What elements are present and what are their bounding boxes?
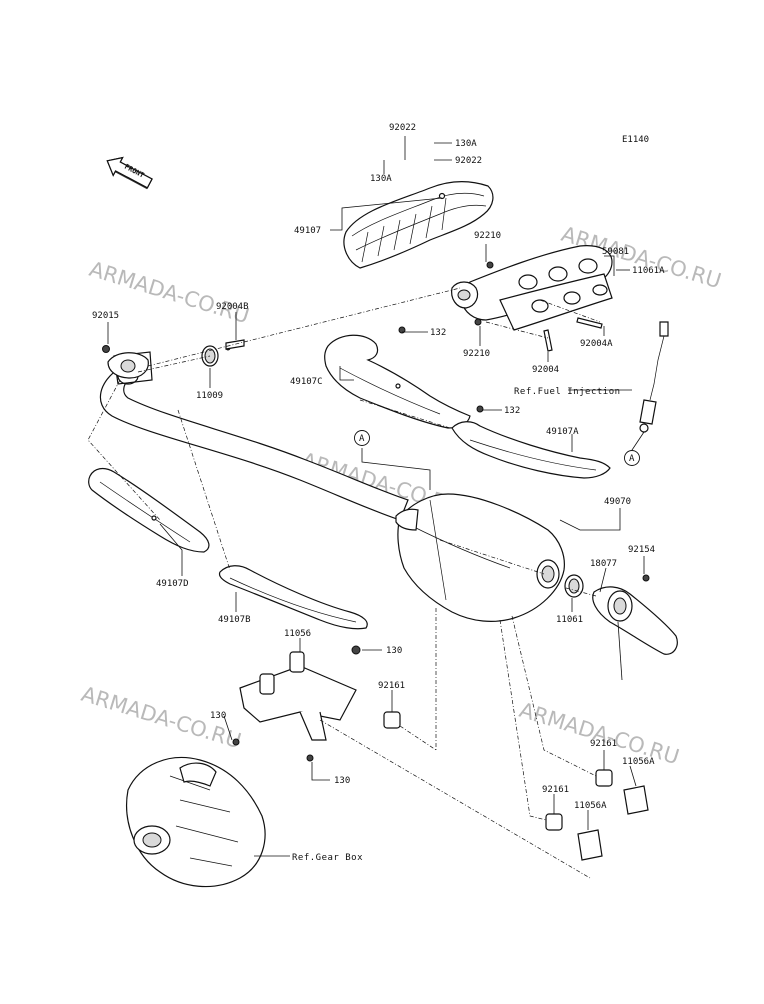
- mount-11056a-b: [577, 829, 603, 861]
- callout-11056a-b: 11056A: [574, 801, 607, 811]
- callout-49107c: 49107C: [290, 377, 323, 387]
- bushing-92161-a: [383, 711, 401, 729]
- callout-130-upper: 130: [386, 646, 402, 656]
- callout-49107: 49107: [294, 226, 321, 236]
- callout-130a-right: 130A: [455, 139, 477, 149]
- svg-text:A: A: [359, 434, 365, 444]
- callout-132-bottom: 132: [504, 406, 520, 416]
- callout-92154: 92154: [628, 545, 655, 555]
- callout-59081: 59081: [602, 247, 629, 257]
- marker-a-2: A: [624, 450, 640, 466]
- manifold-fasteners: [225, 261, 603, 352]
- assembly-lines: [87, 287, 623, 879]
- callout-92210-bottom: 92210: [463, 349, 490, 359]
- ref-gear-box: Ref.Gear Box: [292, 853, 363, 863]
- callout-92022-right: 92022: [455, 156, 482, 166]
- tailpipe-18077: [592, 586, 678, 655]
- callout-92015: 92015: [92, 311, 119, 321]
- callout-92210-top: 92210: [474, 231, 501, 241]
- bushing-92161-b: [595, 769, 613, 787]
- bracket-11056: [232, 645, 361, 762]
- callout-130a-left: 130A: [370, 174, 392, 184]
- callout-49107b: 49107B: [218, 615, 251, 625]
- callout-130-left: 130: [210, 711, 226, 721]
- leader-lines: [107, 136, 645, 857]
- callout-92004: 92004: [532, 365, 559, 375]
- gasket-11061: [564, 574, 584, 598]
- exhaust-manifold-59081: [451, 245, 613, 331]
- callout-49107d: 49107D: [156, 579, 189, 589]
- ref-fuel-injection: Ref.Fuel Injection: [514, 387, 621, 397]
- o2-sensor: [639, 321, 669, 433]
- diagram-code: E1140: [622, 135, 649, 145]
- heat-shield-49107: [343, 181, 494, 269]
- callout-11009: 11009: [196, 391, 223, 401]
- callout-92022-top: 92022: [389, 123, 416, 133]
- muffler-49070: [395, 493, 565, 622]
- callout-92004a: 92004A: [580, 339, 613, 349]
- callout-92161-a: 92161: [378, 681, 405, 691]
- mount-11056a-a: [623, 785, 649, 815]
- heat-shield-49107d: [88, 467, 210, 553]
- callout-11061: 11061: [556, 615, 583, 625]
- callout-92161-b: 92161: [590, 739, 617, 749]
- nut-92015: [102, 345, 110, 353]
- callout-11056a-a: 11056A: [622, 757, 655, 767]
- bolt-132-b: [476, 405, 484, 413]
- callout-11061a: 11061A: [632, 266, 665, 276]
- callout-11056: 11056: [284, 629, 311, 639]
- bolt-92154: [642, 574, 650, 582]
- gear-box: [126, 756, 266, 888]
- callout-130-lower: 130: [334, 776, 350, 786]
- heat-shield-49107b: [218, 565, 368, 630]
- bolt-132-a: [398, 326, 406, 334]
- bushing-92161-c: [545, 813, 563, 831]
- callout-92161-c: 92161: [542, 785, 569, 795]
- callout-49107a: 49107A: [546, 427, 579, 437]
- callout-132-top: 132: [430, 328, 446, 338]
- callout-49070: 49070: [604, 497, 631, 507]
- heat-shield-49107c: [324, 334, 471, 429]
- watermark-5: ARMADA-CO.RU: [517, 698, 682, 769]
- callout-92004b: 92004B: [216, 302, 249, 312]
- front-arrow-icon: [106, 156, 153, 190]
- svg-text:A: A: [629, 454, 635, 464]
- heat-shield-49107a: [451, 421, 611, 479]
- callout-18077: 18077: [590, 559, 617, 569]
- marker-a-1: A: [354, 430, 370, 446]
